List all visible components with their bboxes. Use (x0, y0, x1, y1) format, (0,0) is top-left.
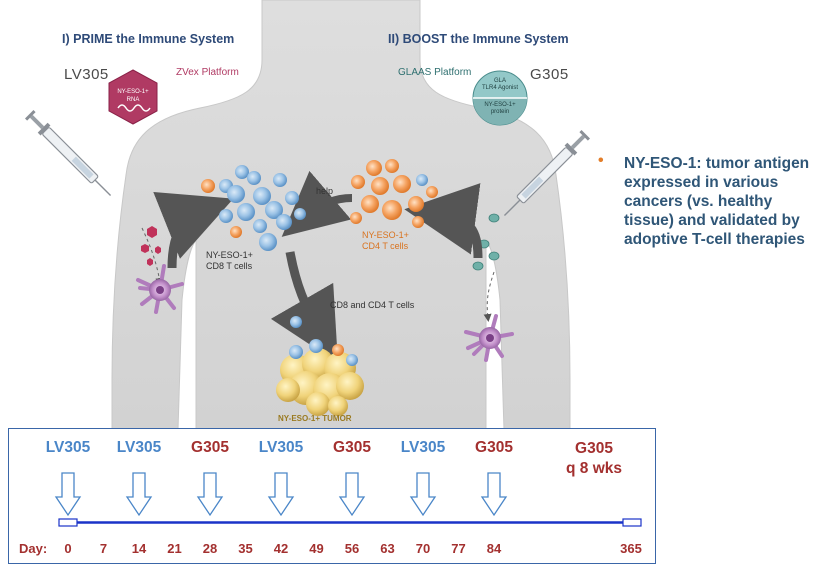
day-tick-label: 70 (415, 541, 431, 556)
dose-arrow-icon (409, 472, 437, 517)
day-tick-label: 56 (344, 541, 360, 556)
day-tick-label: 35 (238, 541, 253, 556)
day-label: Day: (19, 541, 48, 556)
dose-arrow-icon (54, 472, 82, 517)
arrow-dc-to-cd8 (153, 191, 234, 269)
day-tick-label: 77 (451, 541, 466, 556)
day-tick-label: 0 (64, 541, 72, 556)
left-syringe-icon (24, 109, 112, 197)
protein-particles-icon (472, 213, 500, 271)
tumor-cluster (276, 316, 364, 416)
prime-header: I) PRIME the Immune System (62, 32, 235, 46)
timeline-start-box (58, 518, 78, 527)
boost-header: II) BOOST the Immune System (388, 32, 569, 46)
left-dendritic-cell-icon (136, 264, 184, 314)
dosing-timeline: Day: 0 7 14 21 28 35 42 49 56 63 70 77 84 365 LV305 LV30… (8, 428, 656, 564)
day-tick-label: 14 (131, 541, 147, 556)
arrow-help (281, 170, 353, 237)
cd8-t-cells-cluster (201, 165, 306, 251)
bullet-dot-icon: • (598, 152, 604, 169)
dose-arrow-icon (125, 472, 153, 517)
final-dose-frequency: q 8 wks (566, 460, 622, 477)
dose-arrow-icon (480, 472, 508, 517)
dose-arrow-icon (338, 472, 366, 517)
dose-label-lv305: LV305 (258, 439, 304, 456)
zvex-hexagon-icon (108, 69, 158, 125)
dose-label-g305: G305 (475, 439, 513, 456)
arrow-dc-to-cd4 (404, 183, 483, 259)
help-label: help (316, 186, 334, 196)
right-dendritic-cell-icon (464, 314, 514, 362)
dose-label-g305: G305 (191, 439, 229, 456)
cd4-t-cells-cluster (350, 159, 438, 228)
protein-text: NY-ESO-1+protein (484, 102, 516, 115)
cd8-cd4-label: CD8 and CD4 T cells (330, 300, 415, 310)
glaas-platform-label: GLAAS Platform (398, 67, 472, 78)
cd8-label: NY-ESO-1+CD8 T cells (206, 250, 253, 271)
arrow-cd8-to-tumor (270, 251, 338, 364)
zvex-hexagon-text: NY-ESO-1+RNA (117, 89, 149, 103)
timeline-graphics (54, 472, 642, 527)
dose-label-lv305: LV305 (45, 439, 91, 456)
zvex-platform-label: ZVex Platform (176, 67, 239, 78)
day-tick-label: 7 (99, 541, 108, 556)
dose-arrow-icon (267, 472, 295, 517)
right-syringe-icon (503, 129, 591, 217)
timeline-end-box (622, 518, 642, 527)
cd4-label: NY-ESO-1+CD4 T cells (362, 230, 409, 251)
dose-label-lv305: LV305 (400, 439, 446, 456)
g305-label: G305 (530, 66, 569, 83)
lv305-label: LV305 (64, 66, 109, 83)
day-tick-label: 365 (620, 541, 642, 556)
final-dose-label: G305 q 8 wks (549, 439, 639, 479)
tumor-label: NY-ESO-1+ TUMOR (278, 414, 352, 423)
day-tick-label: 49 (309, 541, 324, 556)
bullet-text: NY-ESO-1: tumor antigen expressed in var… (624, 155, 810, 248)
gla-circle-icon (472, 70, 528, 126)
day-tick-label: 21 (167, 541, 182, 556)
immune-diagram (24, 0, 591, 430)
day-tick-label: 42 (273, 541, 289, 556)
dose-label-lv305: LV305 (116, 439, 162, 456)
day-tick-label: 63 (380, 541, 395, 556)
final-dose-product: G305 (575, 440, 613, 457)
dose-arrow-icon (196, 472, 224, 517)
dose-label-g305: G305 (333, 439, 371, 456)
day-tick-label: 28 (202, 541, 218, 556)
day-tick-label: 84 (486, 541, 502, 556)
